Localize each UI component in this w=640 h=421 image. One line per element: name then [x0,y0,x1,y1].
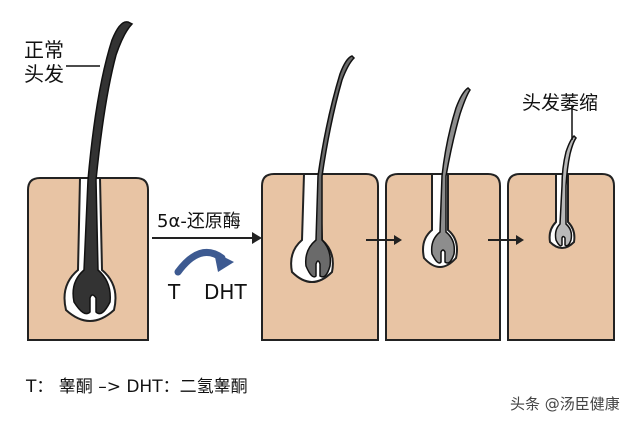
normal-hair-label-line1: 正常 [24,38,64,62]
hair-normal [72,21,134,315]
enzyme-label: 5α-还原酶 [157,211,241,232]
progress-arrow-2-head [516,235,524,245]
enzyme-arrow-head [252,232,262,244]
watermark: 头条 @汤臣健康 [510,395,620,413]
hair-stage3 [430,87,471,264]
progress-arrow-1-head [394,235,402,245]
dht-label: DHT [204,280,247,304]
hair-stage4 [554,134,577,247]
hair-stage2 [304,55,356,278]
shrunk-hair-label: 头发萎缩 [522,92,599,114]
normal-hair-label-line2: 头发 [24,62,64,86]
legend-text: T： 睾酮 –> DHT：二氢睾酮 [26,377,248,397]
curve-arrow-head [214,252,234,272]
skin-block-stage4 [507,173,615,341]
testosterone-label: T [168,280,181,304]
normal-hair-label: 正常 头发 [24,38,64,86]
